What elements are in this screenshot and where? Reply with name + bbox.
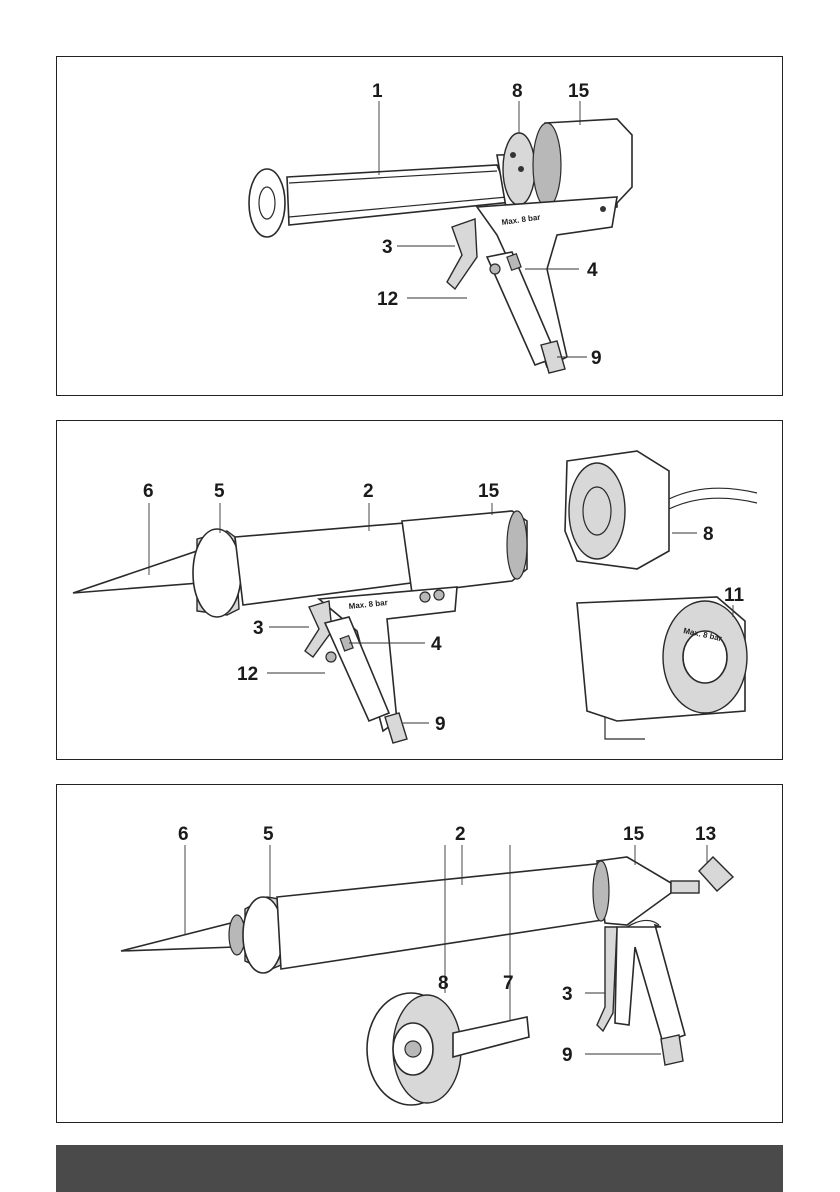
footer-bar	[56, 1145, 783, 1192]
caulking-gun-cartridge-drawing: Max. 8 bar Max. 8 bar 6 5 2 15	[57, 421, 784, 761]
figure-panel-1: Max. 8 bar 1 8 15 3 4 12 9	[56, 56, 783, 396]
callout-9: 9	[562, 1045, 573, 1066]
callout-15: 15	[478, 481, 500, 502]
coupling-t	[699, 857, 733, 891]
barrel-frame	[287, 165, 512, 225]
callout-6: 6	[143, 481, 154, 502]
callout-8: 8	[703, 524, 714, 545]
callout-11: 11	[724, 585, 745, 606]
front-ring	[249, 169, 285, 237]
callout-12: 12	[377, 289, 398, 310]
trigger	[447, 219, 477, 289]
valve-screw	[490, 264, 500, 274]
callout-1: 1	[372, 81, 383, 102]
barrel-tube	[277, 863, 609, 969]
caulking-gun-sausage-drawing: Max. 8 bar 1 8 15 3 4 12 9	[57, 57, 784, 397]
figure-panel-2: Max. 8 bar Max. 8 bar 6 5 2 15	[56, 420, 783, 760]
callout-7: 7	[503, 973, 514, 994]
callout-12: 12	[237, 664, 258, 685]
valve-screw	[326, 652, 336, 662]
callout-8: 8	[512, 81, 523, 102]
callout-15: 15	[623, 824, 645, 845]
callout-2: 2	[363, 481, 374, 502]
caulking-gun-bulk-drawing: 6 5 2 15 13 8 7 3 9	[57, 785, 784, 1124]
callout-9: 9	[435, 714, 446, 735]
callout-5: 5	[263, 824, 274, 845]
callout-4: 4	[587, 260, 598, 281]
callout-6: 6	[178, 824, 189, 845]
air-inlet	[661, 1035, 683, 1065]
callout-4: 4	[431, 634, 442, 655]
quick-connector	[671, 881, 699, 893]
callout-8: 8	[438, 973, 449, 994]
air-inlet	[385, 713, 407, 743]
nozzle	[73, 551, 199, 593]
callout-9: 9	[591, 348, 602, 369]
callout-5: 5	[214, 481, 225, 502]
figure-panel-3: 6 5 2 15 13 8 7 3 9	[56, 784, 783, 1123]
callout-3: 3	[253, 618, 264, 639]
callout-3: 3	[562, 984, 573, 1005]
nozzle	[121, 923, 235, 951]
piston-rod	[453, 1017, 529, 1057]
callout-2: 2	[455, 824, 466, 845]
callout-3: 3	[382, 237, 393, 258]
callout-13: 13	[695, 824, 716, 845]
trigger	[597, 927, 617, 1031]
handle-body	[615, 925, 685, 1043]
callout-15: 15	[568, 81, 590, 102]
